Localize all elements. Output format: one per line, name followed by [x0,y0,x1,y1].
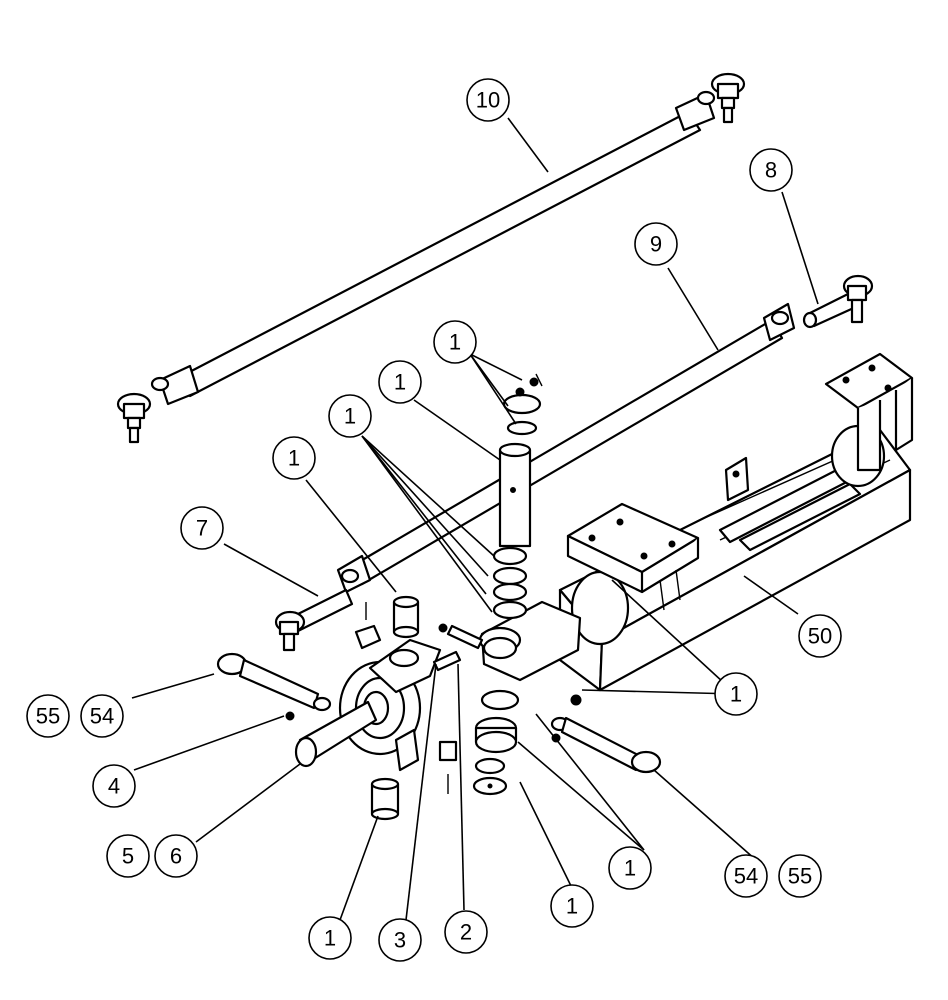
axle-beam [478,352,914,692]
svg-text:6: 6 [170,844,182,869]
svg-text:1: 1 [730,682,742,707]
callout-1-washers: 1 [328,394,372,438]
svg-text:1: 1 [324,926,336,951]
callout-1-bushing-upper: 1 [272,436,316,480]
svg-text:54: 54 [734,864,758,889]
tie-rod-short [336,302,796,594]
svg-text:1: 1 [288,446,300,471]
svg-text:1: 1 [624,856,636,881]
svg-text:9: 9 [650,232,662,257]
steering-arm-left [216,652,332,712]
callout-50: 50 [798,614,842,658]
callout-8: 8 [749,148,793,192]
callout-7: 7 [180,506,224,550]
svg-text:55: 55 [788,864,812,889]
svg-text:2: 2 [460,920,472,945]
callout-1-kingpin: 1 [378,360,422,404]
callout-9: 9 [634,222,678,266]
svg-text:1: 1 [566,894,578,919]
callout-3: 3 [378,918,422,962]
steering-knuckle [294,638,442,772]
svg-text:8: 8 [765,158,777,183]
callout-54-left: 54 [80,694,124,738]
svg-text:54: 54 [90,704,114,729]
svg-text:10: 10 [476,88,500,113]
svg-text:5: 5 [122,844,134,869]
svg-text:3: 3 [394,928,406,953]
callout-55-right: 55 [778,854,822,898]
callout-1-lower-cap: 1 [550,884,594,928]
svg-text:1: 1 [394,370,406,395]
svg-text:7: 7 [196,516,208,541]
steering-arm-right [550,716,662,774]
thrust-washers [472,546,528,796]
callout-1-bushing-lower: 1 [308,916,352,960]
king-pin [498,442,532,548]
callout-1-thrust: 1 [608,846,652,890]
bushing-upper [392,595,420,639]
tie-rod-end-left [274,588,354,652]
tie-rod-end-right [802,274,874,329]
callout-10: 10 [466,78,510,122]
callout-6: 6 [154,834,198,878]
svg-text:4: 4 [108,774,120,799]
callout-1-topcap: 1 [433,320,477,364]
callout-2: 2 [444,910,488,954]
callout-54-right: 54 [724,854,768,898]
bushing-lower [370,777,400,821]
callout-5: 5 [106,834,150,878]
callout-4: 4 [92,764,136,808]
svg-text:1: 1 [449,330,461,355]
svg-text:55: 55 [36,704,60,729]
top-cap [502,373,543,436]
tie-rod-long [116,72,746,444]
svg-text:1: 1 [344,404,356,429]
callout-1-axle: 1 [714,672,758,716]
svg-text:50: 50 [808,624,832,649]
leader-lines [131,117,819,921]
callout-55-left: 55 [26,694,70,738]
